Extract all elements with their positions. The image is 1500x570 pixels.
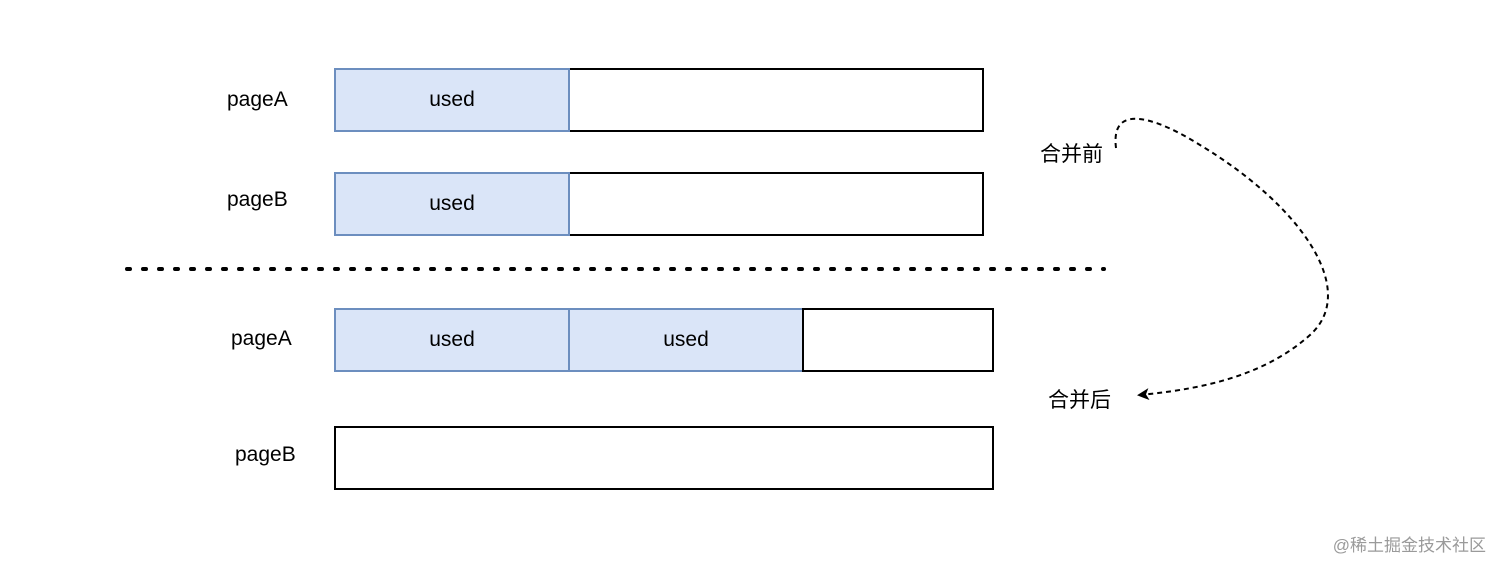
after-row-b-label: pageB <box>235 443 296 466</box>
watermark: @稀土掘金技术社区 <box>1332 536 1486 555</box>
before-row-a-label: pageA <box>227 88 288 111</box>
after-merge-caption: 合并后 <box>1048 389 1111 412</box>
merge-arrow <box>1114 117 1329 401</box>
after-page-b-bar <box>334 426 994 490</box>
after-page-a-used-block-2: used <box>568 308 804 372</box>
after-page-a-used-block-1: used <box>334 308 570 372</box>
before-page-b-used-block: used <box>334 172 570 236</box>
after-page-a-free-area <box>802 308 994 372</box>
before-page-a-used-block: used <box>334 68 570 132</box>
before-row-b-label: pageB <box>227 188 288 211</box>
after-row-a-label: pageA <box>231 327 292 350</box>
before-merge-caption: 合并前 <box>1040 143 1103 166</box>
